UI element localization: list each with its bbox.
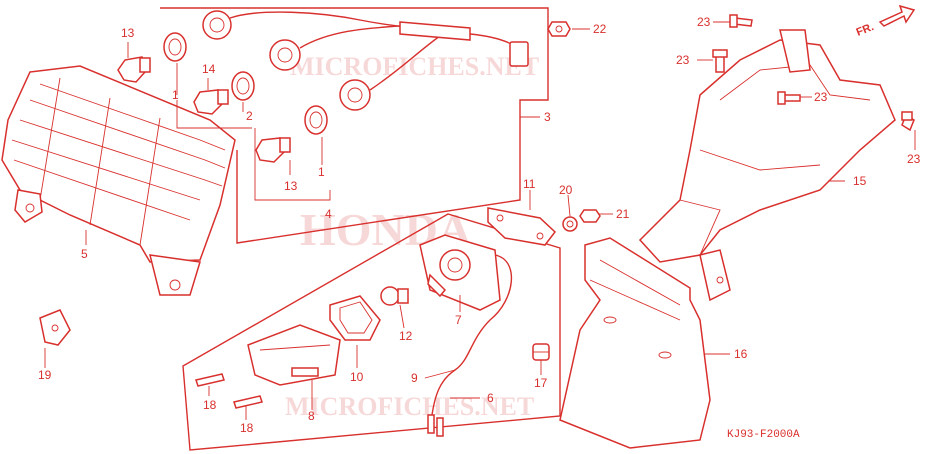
washer-icon [562, 216, 578, 232]
callout-7: 7 [455, 313, 462, 327]
callout-18: 18 [240, 421, 254, 435]
fr-label: FR. [855, 21, 876, 39]
bulb-icon [380, 286, 409, 306]
callout-13: 13 [121, 26, 135, 40]
callout-2: 2 [246, 109, 253, 123]
screw-icon [233, 395, 263, 409]
callout-10: 10 [350, 370, 364, 384]
callout-8: 8 [308, 409, 315, 423]
callout-13: 13 [284, 179, 298, 193]
direction-indicator: FR. [855, 4, 916, 39]
gasket-ring-icon [304, 105, 328, 135]
screw-icon [195, 373, 225, 387]
callout-3: 3 [544, 110, 551, 124]
gasket-ring-icon [231, 71, 255, 101]
callout-1: 1 [318, 165, 325, 179]
watermark-top: MICROFICHES.NET [290, 52, 539, 81]
callout-12: 12 [399, 329, 413, 343]
grommet-icon [532, 343, 550, 361]
license-wire [431, 254, 512, 416]
callout-9: 9 [411, 371, 418, 385]
callout-labels: 13 14 1 2 1 13 4 3 5 19 11 20 21 22 7 12… [38, 15, 921, 435]
callout-22: 22 [593, 22, 607, 36]
diagram-code: KJ93-F2000A [727, 429, 800, 441]
license-assembly-frame [182, 213, 561, 451]
arrow-right-icon [878, 4, 916, 27]
nut-icon [547, 21, 571, 37]
callout-15: 15 [853, 174, 867, 188]
callout-17: 17 [534, 376, 548, 390]
nut-icon [579, 209, 601, 223]
license-light-base [419, 234, 501, 311]
bolt-icon [715, 55, 725, 73]
callout-14: 14 [202, 62, 216, 76]
callout-23: 23 [697, 15, 711, 29]
upper-assembly-frame [160, 7, 549, 244]
splash-guard [559, 237, 711, 449]
callout-23: 23 [907, 152, 921, 166]
bulb-icon [255, 137, 291, 163]
gasket-ring-icon [163, 32, 187, 62]
callout-23: 23 [676, 53, 690, 67]
callout-18: 18 [203, 398, 217, 412]
license-light-lens [247, 324, 341, 386]
rear-fender [638, 29, 896, 302]
callout-11: 11 [523, 177, 536, 191]
callout-23: 23 [814, 90, 828, 104]
bulb-icon [193, 89, 229, 115]
bulb-icon [117, 56, 151, 83]
callout-21: 21 [616, 207, 630, 221]
watermark-bottom: MICROFICHES.NET [285, 392, 534, 421]
bracket [487, 207, 557, 246]
callout-5: 5 [81, 247, 88, 261]
lens-gasket [329, 295, 381, 341]
callout-1: 1 [172, 88, 179, 102]
socket-harness [202, 10, 529, 111]
callout-20: 20 [559, 183, 573, 197]
stay-bracket [39, 309, 71, 346]
callout-4: 4 [325, 207, 332, 221]
callout-16: 16 [734, 347, 748, 361]
callout-19: 19 [38, 368, 52, 382]
callout-6: 6 [487, 391, 494, 405]
leader-lines [44, 21, 916, 420]
